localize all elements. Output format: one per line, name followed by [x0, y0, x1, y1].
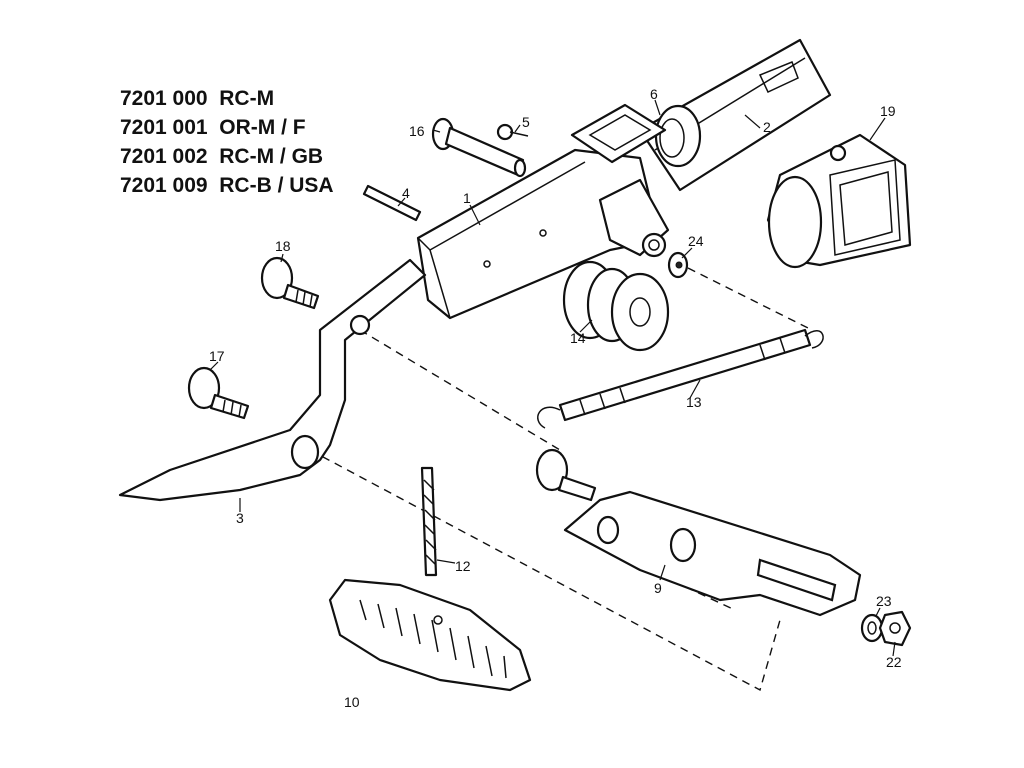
split-pin-part-4	[362, 184, 422, 222]
model-list: 7201 000 RC-M 7201 001 OR-M / F 7201 002…	[120, 84, 334, 200]
callout-13: 13	[686, 394, 702, 410]
callout-6: 6	[650, 86, 658, 102]
guard-part-10	[328, 578, 532, 692]
callout-16: 16	[409, 123, 425, 139]
leader-lines	[209, 99, 896, 657]
model-row: 7201 009 RC-B / USA	[120, 171, 334, 200]
model-variant: RC-B / USA	[219, 174, 334, 197]
callout-9: 9	[654, 580, 662, 596]
model-variant: RC-M	[219, 87, 275, 110]
washer-part-24	[667, 251, 689, 279]
ring-part-6	[654, 104, 702, 168]
callouts: 1 2 3 4 5 6 9 10 12 13 14 16 17 18 19 22…	[209, 86, 902, 710]
model-variant: RC-M / GB	[219, 145, 324, 168]
callout-3: 3	[236, 510, 244, 526]
bolt-part-17	[187, 366, 250, 420]
callout-14: 14	[570, 330, 586, 346]
model-variant: OR-M / F	[219, 116, 306, 139]
main-beam-part-1	[416, 103, 670, 320]
pulley-part-14	[562, 260, 670, 352]
clip-part-5	[496, 123, 529, 141]
callout-5: 5	[522, 114, 530, 130]
callout-22: 22	[886, 654, 902, 670]
model-code: 7201 001	[120, 116, 208, 139]
callout-2: 2	[763, 119, 771, 135]
callout-1: 1	[463, 190, 471, 206]
pin-part-16	[431, 117, 527, 178]
callout-18: 18	[275, 238, 291, 254]
callout-4: 4	[402, 185, 410, 201]
assembly-lines	[309, 267, 813, 692]
callout-23: 23	[876, 593, 892, 609]
model-code: 7201 002	[120, 145, 208, 168]
bolt-part-18	[260, 256, 320, 310]
cover-part-19	[766, 133, 912, 269]
model-row: 7201 001 OR-M / F	[120, 113, 334, 142]
plate-part-9	[563, 490, 862, 617]
model-code: 7201 000	[120, 87, 208, 110]
callout-17: 17	[209, 348, 225, 364]
arm-part-3	[118, 258, 427, 502]
callout-19: 19	[880, 103, 896, 119]
callout-12: 12	[455, 558, 471, 574]
nut-part-22	[878, 610, 912, 647]
bolt-part-9-mount	[535, 448, 597, 502]
model-row: 7201 000 RC-M	[120, 84, 334, 113]
model-row: 7201 002 RC-M / GB	[120, 142, 334, 171]
spring-part-13	[537, 328, 824, 429]
rod-part-12	[420, 466, 438, 577]
callout-24: 24	[688, 233, 704, 249]
model-code: 7201 009	[120, 174, 208, 197]
callout-10: 10	[344, 694, 360, 710]
